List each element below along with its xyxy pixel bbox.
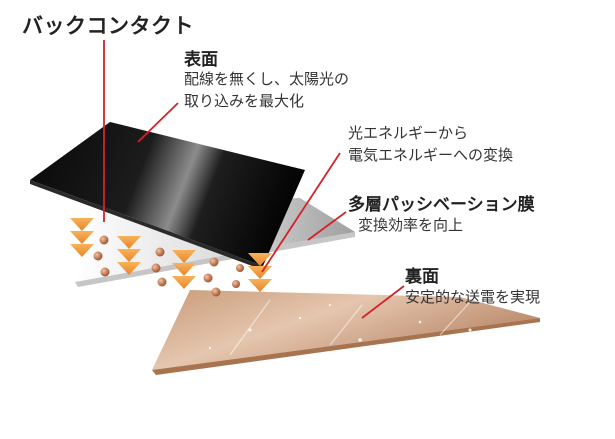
front-surface-layer-edge — [30, 180, 263, 270]
carrier-dots — [93, 235, 244, 297]
back-surface-layer — [152, 290, 540, 370]
leader-conversion — [261, 152, 341, 273]
leader-front-surface — [137, 102, 179, 143]
diagram-title: バックコンタクト — [22, 14, 194, 38]
conversion-desc-line2: 電気エネルギーへの変換 — [348, 146, 514, 164]
back-surface-heading: 裏面 — [405, 267, 439, 287]
light-arrow — [248, 253, 272, 292]
conversion-desc-line1: 光エネルギーから — [348, 124, 469, 142]
front-surface-desc-line2: 取り込みを最大化 — [184, 92, 305, 110]
passivation-desc: 変換効率を向上 — [358, 216, 464, 234]
leader-passivation — [307, 211, 347, 241]
leader-lines — [103, 40, 405, 319]
light-arrows — [70, 218, 272, 292]
back-surface-desc: 安定的な送電を実現 — [405, 288, 541, 306]
front-surface-desc-line1: 配線を無くし、太陽光の — [184, 70, 350, 88]
back-surface-streaks — [229, 299, 471, 356]
light-arrow — [172, 250, 196, 289]
light-arrow — [117, 236, 141, 275]
passivation-heading: 多層パッシベーション膜 — [348, 195, 535, 215]
front-surface-heading: 表面 — [184, 50, 218, 70]
front-surface-layer — [30, 122, 305, 266]
leader-back-surface — [361, 285, 405, 319]
back-surface-sparkles — [208, 303, 472, 354]
light-arrow — [70, 218, 94, 257]
